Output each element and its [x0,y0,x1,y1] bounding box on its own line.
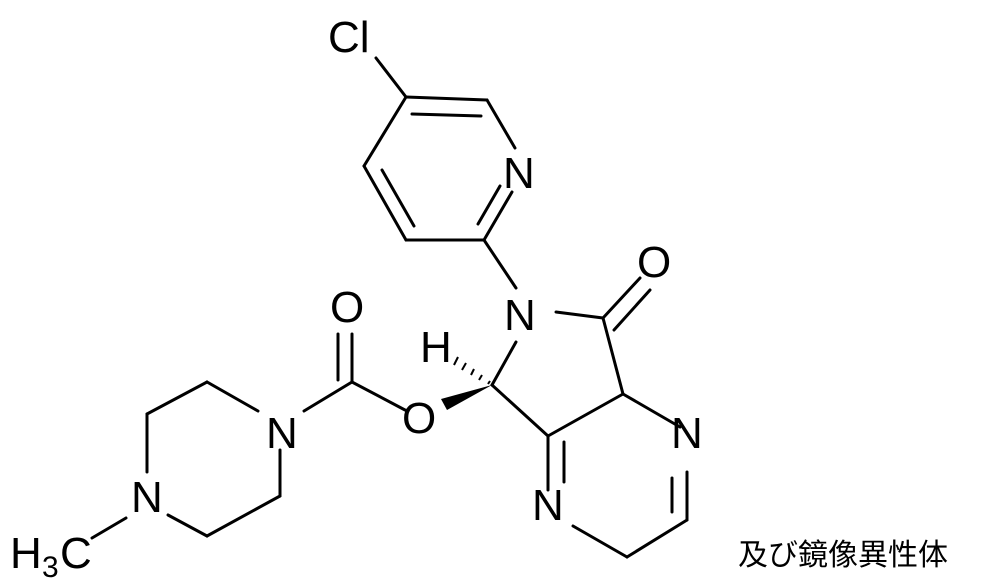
piperazine-nitrogen-lower-label: N [131,473,163,522]
carbonyl-oxygen-label: O [637,238,671,287]
methyl-label: H 3 C [10,529,92,579]
methyl-carbon-label: C [60,529,92,578]
enantiomer-caption: 及び鏡像異性体 [738,538,948,573]
bond [350,380,407,412]
bond [546,392,625,438]
bond [601,276,642,320]
bond [625,518,689,559]
bond [380,168,416,228]
carbamate-oxygen-label: O [330,283,364,332]
pyrazine-nitrogen-right-label: N [671,409,703,458]
bond [554,310,605,320]
bond [90,516,128,540]
bond [410,112,483,118]
bond [205,380,260,413]
bond [302,380,354,413]
pyrazine-nitrogen-bottom-label: N [532,481,564,530]
methyl-hydrogen-label: H [10,529,42,578]
chlorine-label: Cl [328,13,370,62]
bond [166,513,209,538]
bond [571,524,629,559]
bond [621,392,682,429]
bond [374,56,408,99]
bond [145,380,209,416]
bond [205,494,282,538]
bond [404,95,489,102]
bond [482,238,518,290]
wedge-bond [441,385,492,410]
bond [490,340,518,387]
pyridine-nitrogen-label: N [503,149,535,198]
bond [490,383,550,438]
bond [482,190,514,242]
bond [476,184,502,226]
methyl-subscript-label: 3 [42,551,59,579]
bond [612,288,652,332]
bond [362,95,408,168]
bonds [90,56,689,559]
bond [362,164,408,242]
lactam-nitrogen-label: N [504,291,536,340]
bond [485,98,517,150]
bond [601,316,625,396]
stereo-hydrogen-label: H [420,323,452,372]
ester-oxygen-label: O [402,394,436,443]
hash-bond [453,356,491,385]
piperazine-nitrogen-upper-label: N [266,409,298,458]
